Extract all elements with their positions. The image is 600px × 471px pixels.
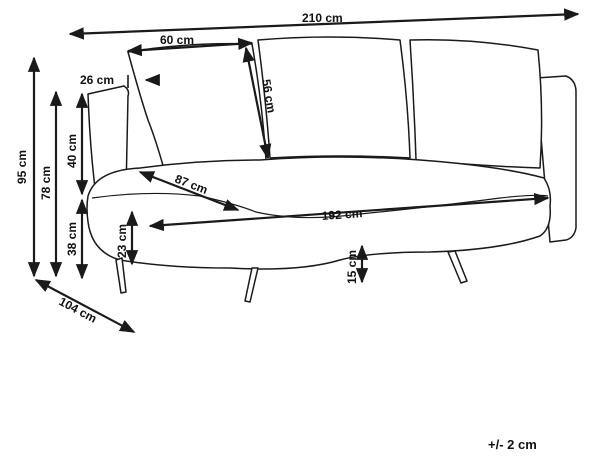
leg-front-left — [115, 257, 127, 294]
dim-armrest-width-label: 26 cm — [80, 73, 114, 87]
back-cushion-right — [409, 38, 543, 169]
dim-cushion-width-line — [126, 37, 254, 57]
dim-total-width-label: 210 cm — [302, 11, 343, 25]
dim-total-depth-line — [34, 279, 136, 333]
leg-front-middle — [244, 267, 259, 303]
dim-backrest-label: 40 cm — [65, 134, 79, 168]
dim-total-height-label: 95 cm — [15, 150, 29, 184]
dim-total-width-line — [68, 8, 580, 40]
dim-seat-width-line — [148, 192, 550, 232]
dimension-lines: 210 cm 60 cm 56 cm 26 cm 95 cm 78 cm 40 … — [15, 8, 580, 333]
seat-body — [86, 156, 552, 270]
leg-front-right — [447, 250, 468, 284]
dim-total-depth-label: 104 cm — [57, 294, 100, 325]
dim-leg-height-label: 15 cm — [345, 250, 359, 284]
dim-cushion-width-label: 60 cm — [160, 33, 194, 47]
tolerance-note: +/- 2 cm — [488, 437, 537, 452]
sofa-drawing — [86, 36, 577, 303]
dim-cushion-height-label: 56 cm — [259, 78, 279, 114]
dim-cushion-height-line — [242, 46, 272, 160]
dim-seat-height-label: 38 cm — [65, 222, 79, 256]
dim-armrest-height-label: 78 cm — [39, 166, 53, 200]
back-cushion-middle — [257, 36, 411, 159]
dim-seat-width-label: 192 cm — [321, 206, 363, 223]
right-armrest — [535, 75, 577, 243]
dim-seat-thickness-label: 23 cm — [115, 224, 129, 258]
back-cushion-left — [127, 42, 267, 177]
